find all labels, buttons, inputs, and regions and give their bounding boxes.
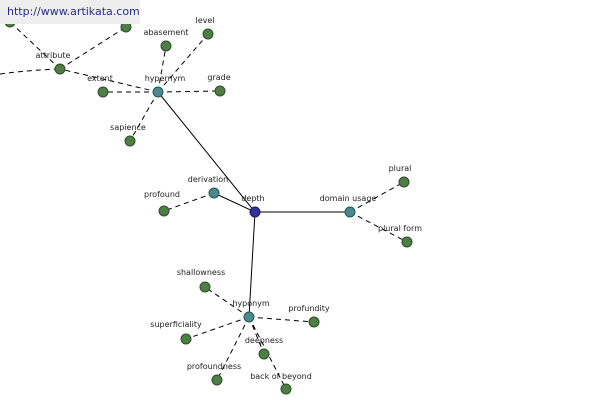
label-plural: plural	[389, 164, 412, 173]
label-back-of-beyond: back of beyond	[250, 372, 312, 381]
node-sapience[interactable]	[124, 135, 136, 147]
node-deepness[interactable]	[258, 348, 270, 360]
node-profundity[interactable]	[308, 316, 320, 328]
graph-labels: depth hypernym abasement level attribute exte…	[36, 16, 423, 381]
edge-hyponym-profundity	[248, 316, 315, 323]
node-plural[interactable]	[398, 176, 410, 188]
node-superficiality[interactable]	[180, 333, 192, 345]
label-plural-form: plural form	[378, 224, 422, 233]
node-domain-usage[interactable]	[344, 206, 356, 218]
label-domain-usage: domain usage	[320, 194, 377, 203]
edge-hypernym-abasement	[157, 45, 167, 93]
graph-edges	[0, 21, 408, 390]
node-level[interactable]	[202, 28, 214, 40]
label-deepness: deepness	[245, 336, 283, 345]
node-attribute[interactable]	[54, 63, 66, 75]
node-grade[interactable]	[214, 85, 226, 97]
edge-attribute-offscreen-a	[9, 21, 61, 70]
node-hyponym[interactable]	[243, 311, 255, 323]
edge-depth-hyponym	[248, 211, 256, 318]
label-grade: grade	[207, 73, 230, 82]
edge-depth-derivation	[213, 192, 256, 213]
edge-domain-usage-plural	[349, 181, 405, 213]
label-attribute: attribute	[36, 51, 71, 60]
node-hypernym[interactable]	[152, 86, 164, 98]
edge-attribute-offscreen-left	[0, 68, 61, 75]
label-shallowness: shallowness	[177, 268, 225, 277]
label-superficiality: superficiality	[150, 320, 202, 329]
label-profoundness: profoundness	[187, 362, 241, 371]
label-derivation: derivation	[188, 175, 228, 184]
node-abasement[interactable]	[160, 40, 172, 52]
node-extent[interactable]	[97, 86, 109, 98]
edge-hyponym-profoundness	[216, 316, 250, 381]
edge-domain-usage-plural-form	[349, 211, 408, 243]
label-depth: depth	[241, 194, 264, 203]
node-profoundness[interactable]	[211, 374, 223, 386]
label-profundity: profundity	[288, 304, 329, 313]
node-profound[interactable]	[158, 205, 170, 217]
label-hyponym: hyponym	[232, 299, 270, 308]
edge-hypernym-grade	[157, 90, 221, 93]
edge-hypernym-sapience	[129, 91, 159, 142]
label-abasement: abasement	[144, 28, 189, 37]
edge-hyponym-deepness	[248, 316, 265, 355]
edge-hyponym-superficiality	[185, 316, 250, 340]
edge-hypernym-level	[157, 33, 209, 93]
node-plural-form[interactable]	[401, 236, 413, 248]
label-level: level	[195, 16, 214, 25]
label-extent: extent	[87, 74, 113, 83]
label-sapience: sapience	[110, 123, 146, 132]
node-depth[interactable]	[249, 206, 261, 218]
node-derivation[interactable]	[208, 187, 220, 199]
label-profound: profound	[144, 190, 180, 199]
edge-hypernym-attribute	[59, 68, 159, 93]
label-hypernym: hypernym	[145, 74, 186, 83]
node-shallowness[interactable]	[199, 281, 211, 293]
edge-attribute-offscreen-b	[59, 26, 127, 70]
edge-depth-hypernym	[157, 91, 256, 213]
node-back-of-beyond[interactable]	[280, 383, 292, 395]
site-watermark: http://www.artikata.com	[0, 0, 140, 24]
